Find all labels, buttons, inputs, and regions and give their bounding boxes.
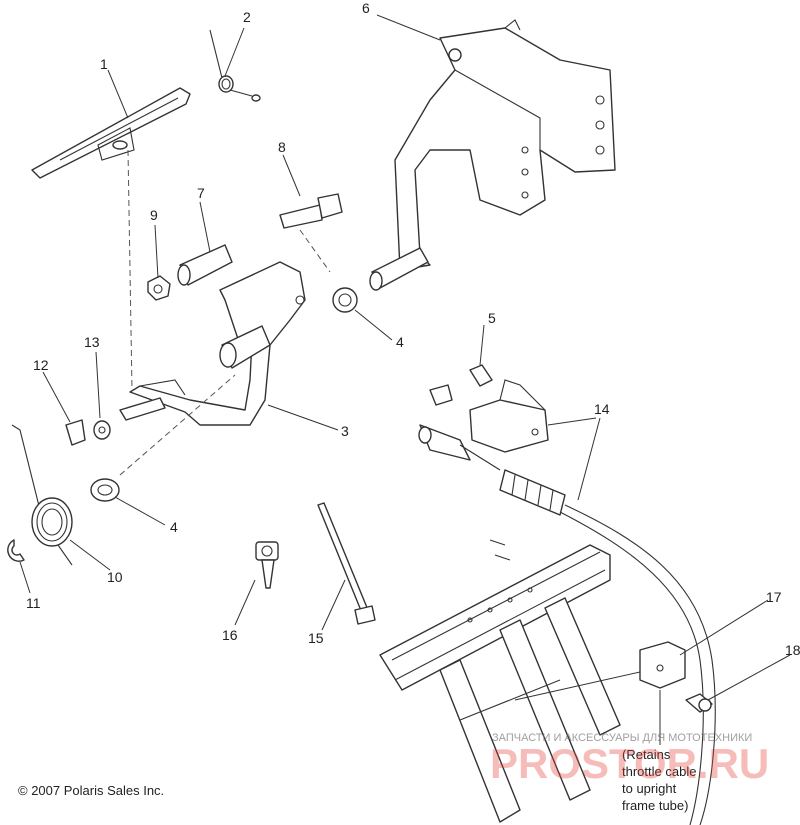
leader-lines [19, 14, 791, 745]
callout-5: 5 [488, 310, 496, 326]
note-line-3: to upright [622, 781, 677, 796]
part-1-pedal [31, 87, 191, 179]
note-line-2: throttle cable [622, 764, 696, 779]
frame-upright [379, 539, 621, 823]
callout-3: 3 [341, 423, 349, 439]
part-3-pedal-arm [119, 261, 306, 426]
callout-10: 10 [107, 569, 123, 585]
callout-16: 16 [222, 627, 238, 643]
part-4-bushing-lower [90, 478, 120, 502]
part-12-clip [65, 419, 86, 446]
callout-13: 13 [84, 334, 100, 350]
callout-6: 6 [362, 0, 370, 16]
retainer-note: (Retains throttle cable to upright frame… [622, 747, 696, 813]
callout-14: 14 [594, 401, 610, 417]
callout-1: 1 [100, 56, 108, 72]
part-17-clamp [639, 641, 686, 689]
part-18-screw [685, 693, 713, 713]
callout-11: 11 [26, 595, 41, 611]
callout-7: 7 [197, 185, 205, 201]
part-14-cable-bracket [418, 379, 716, 825]
part-16-push-clip [255, 541, 279, 589]
callout-4-upper: 4 [396, 334, 404, 350]
part-15-cable-tie [317, 502, 376, 625]
note-line-4: frame tube) [622, 798, 688, 813]
part-5-bolt [469, 364, 493, 387]
callout-15: 15 [308, 630, 324, 646]
callout-8: 8 [278, 139, 286, 155]
callout-17: 17 [766, 589, 782, 605]
note-line-1: (Retains [622, 747, 671, 762]
watermark-brand: PROSTOR.RU [490, 740, 769, 787]
part-11-retaining-clip [7, 539, 25, 562]
watermark-tagline: ЗАПЧАСТИ И АКСЕССУАРЫ ДЛЯ МОТОТЕХНИКИ [492, 732, 752, 744]
part-4-bushing-upper [332, 287, 358, 313]
part-7-sleeve [177, 244, 233, 286]
callout-2: 2 [243, 9, 251, 25]
part-9-nut [147, 275, 171, 301]
part-6-bracket [369, 19, 616, 291]
callout-labels: 1 2 3 4 4 5 6 7 8 9 10 11 12 13 14 15 16… [26, 0, 800, 658]
callout-9: 9 [150, 207, 158, 223]
part-13-washer [93, 420, 111, 440]
callout-4-lower: 4 [170, 519, 178, 535]
part-10-coil-spring [11, 424, 73, 566]
copyright-text: © 2007 Polaris Sales Inc. [18, 783, 164, 798]
callout-18: 18 [785, 642, 800, 658]
callout-12: 12 [33, 357, 49, 373]
watermark: ЗАПЧАСТИ И АКСЕССУАРЫ ДЛЯ МОТОТЕХНИКИ PR… [490, 732, 769, 787]
assembly-lines [119, 149, 331, 476]
part-2-spring [209, 29, 261, 102]
part-8-bolt [279, 193, 343, 229]
